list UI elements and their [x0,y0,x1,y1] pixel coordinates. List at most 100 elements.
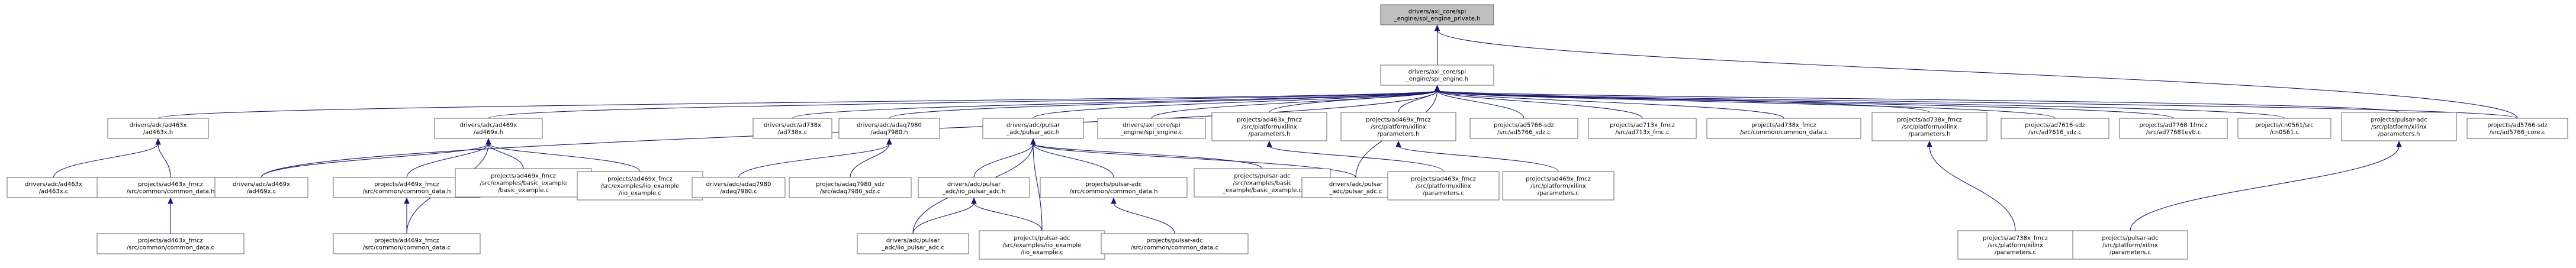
node-label-line: _engine/spi_engine.c [1120,130,1183,136]
focus-file-node: drivers/axi_core/spi_engine/spi_engine_p… [1380,4,1494,25]
node-label-line: _adc/pulsar_adc.c [1329,189,1382,195]
node-box [2119,118,2228,139]
file-node[interactable]: projects/ad7616-sdz/src/ad7616_sdz.c [2001,118,2109,139]
file-node[interactable]: projects/pulsar-adc/src/platform/xilinx/… [2072,230,2188,260]
node-box [1101,233,1249,254]
file-node[interactable]: projects/ad738x_fmcz/src/common/common_d… [1706,118,1861,139]
node-box [97,233,245,254]
node-box [2001,118,2109,139]
node-box [1387,171,1500,201]
node-label-line: drivers/axi_core/spi [1123,122,1180,129]
arrowhead [1927,140,1932,147]
edge-n25-to-n6 [738,138,892,178]
node-label-line: /src/examples/basic_example [480,180,567,187]
file-node[interactable]: projects/ad5766-sdz/src/ad5766_sdz.c [1469,118,1578,139]
file-node[interactable]: drivers/adc/ad463x/ad463x.h [107,118,209,139]
file-node[interactable]: drivers/adc/pulsar_adc/pulsar_adc.h [982,118,1084,139]
file-node[interactable]: projects/ad7768-1fmcz/src/ad77681evb.c [2119,118,2228,139]
node-box [2072,230,2188,260]
node-box [214,177,308,198]
file-node[interactable]: projects/ad463x_fmcz/src/common/common_d… [97,233,245,254]
file-node[interactable]: projects/pulsar-adc/src/platform/xilinx/… [2341,112,2457,141]
file-node[interactable]: projects/ad469x_fmcz/src/platform/xilinx… [1340,112,1456,141]
node-label-line: drivers/adc/adaq7980 [857,122,922,129]
node-label-line: drivers/adc/ad463x [25,182,82,188]
node-label-line: projects/ad738x_fmcz [1897,117,1962,124]
file-node[interactable]: projects/pulsar-adc/src/common/common_da… [1101,233,1249,254]
node-label-line: projects/ad469x_fmcz [491,173,556,180]
arrowhead [1111,197,1117,204]
file-node[interactable]: projects/cn0561/src/cn0561.c [2237,118,2331,139]
file-node[interactable]: projects/adaq7980_sdz/src/adaq7980_sdz.c [789,177,912,198]
edge-n32-to-n10 [1395,140,1559,172]
node-label-line: drivers/adc/ad463x [130,122,187,129]
node-box [789,177,912,198]
edge-n1-to-n0 [1434,24,1440,65]
file-node[interactable]: projects/ad463x_fmcz/src/platform/xilinx… [1387,171,1500,201]
node-box [1957,230,2073,260]
file-node[interactable]: drivers/axi_core/spi_engine/spi_engine.h [1380,64,1494,86]
file-node[interactable]: drivers/adc/ad469x/ad469x.h [434,118,543,139]
file-node[interactable]: drivers/adc/ad463x/ad463x.c [7,177,101,198]
node-label-line: /adaq7980.c [720,189,757,195]
node-label-line: /cn0561.c [2270,130,2299,136]
node-label-line: /src/common/common_data.h [363,189,451,195]
file-node[interactable]: projects/pulsar-adc/src/common/common_da… [1040,177,1188,198]
file-node[interactable]: projects/ad463x_fmcz/src/platform/xilinx… [1211,112,1327,141]
node-box [979,230,1105,260]
arrowhead [1266,140,1272,147]
node-label-line: projects/pulsar-adc [2371,117,2427,124]
node-label-line: projects/ad469x_fmcz [1366,117,1431,124]
arrowhead [886,138,892,145]
node-label-line: drivers/adc/pulsar [1329,182,1383,188]
arrowhead [2396,140,2402,147]
node-label-line: projects/ad469x_fmcz [374,182,439,188]
node-label-line: projects/ad5766-sdz [2487,122,2548,129]
file-node[interactable]: drivers/adc/pulsar_adc/iio_pulsar_adc.c [857,233,969,254]
file-node[interactable]: projects/ad5766-sdz/src/ad5766_core.c [2466,118,2568,139]
node-label-line: /src/common/common_data.h [127,189,215,195]
node-label-line: /src/examples/iio_example [1003,243,1082,249]
file-node[interactable]: projects/pulsar-adc/src/examples/iio_exa… [979,230,1105,260]
file-node[interactable]: drivers/adc/ad469x/ad469x.c [214,177,308,198]
file-node[interactable]: drivers/adc/adaq7980/adaq7980.h [838,118,940,139]
node-label-line: projects/ad469x_fmcz [607,176,673,183]
file-node[interactable]: projects/ad469x_fmcz/src/common/common_d… [333,233,481,254]
file-node[interactable]: drivers/adc/adaq7980/adaq7980.c [692,177,786,198]
node-label-line: projects/ad463x_fmcz [1411,176,1476,183]
file-node[interactable]: drivers/axi_core/spi_engine/spi_engine.c [1097,118,1206,139]
edge-n2-to-n0 [1434,24,2518,119]
node-label-line: /src/platform/xilinx [1530,183,1586,190]
edge-n38-to-n27 [971,197,1043,231]
edge-n39-to-n28 [1111,197,1175,234]
node-label-line: /src/adaq7980_sdz.c [820,189,880,195]
node-label-line: /ad469x.h [474,130,503,136]
node-label-line: /src/ad7616_sdz.c [2028,130,2082,136]
node-label-line: /src/common/common_data.c [127,245,214,251]
file-node[interactable]: projects/ad469x_fmcz/src/examples/basic_… [455,168,592,198]
node-label-line: /src/platform/xilinx [2102,243,2158,249]
edge-n12-to-n1 [1434,85,1643,119]
node-label-line: /parameters.h [1249,131,1291,138]
node-label-line: projects/adaq7980_sdz [816,182,885,188]
file-node[interactable]: projects/ad738x_fmcz/src/platform/xilinx… [1957,230,2073,260]
file-node[interactable]: projects/ad713x_fmcz/src/ad713x_fmc.c [1588,118,1697,139]
node-label-line: /src/platform/xilinx [1371,124,1426,131]
file-node[interactable]: projects/ad469x_fmcz/src/examples/iio_ex… [577,171,703,201]
node-label-line: /src/platform/xilinx [1902,124,1957,131]
arrowhead [1434,24,1440,31]
file-node[interactable]: drivers/adc/ad738x/ad738x.c [752,118,832,139]
edge-n26-to-n6 [850,138,892,178]
node-label-line: /ad469x.c [247,189,276,195]
file-node[interactable]: drivers/adc/pulsar_adc/iio_pulsar_adc.h [918,177,1030,198]
node-box [1588,118,1697,139]
node-label-line: projects/ad738x_fmcz [1751,122,1816,129]
node-box [1469,118,1578,139]
node-label-line: /src/examples/basic [1233,180,1292,187]
node-label-line: drivers/adc/pulsar [947,182,1001,188]
file-node[interactable]: projects/ad469x_fmcz/src/platform/xilinx… [1502,171,1615,201]
file-node[interactable]: projects/ad738x_fmcz/src/platform/xilinx… [1871,112,1988,141]
node-label-line: _adc/iio_pulsar_adc.h [942,189,1005,195]
node-box [2237,118,2331,139]
node-label-line: /parameters.c [1538,190,1579,197]
